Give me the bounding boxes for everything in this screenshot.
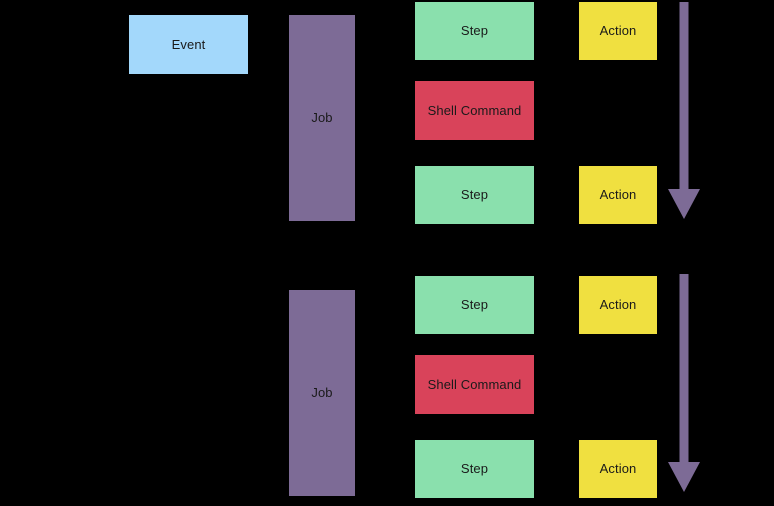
node-action[interactable]: Action: [579, 166, 657, 224]
node-label: Shell Command: [427, 102, 522, 118]
node-action[interactable]: Action: [579, 440, 657, 498]
node-label: Action: [599, 461, 637, 477]
node-label: Step: [460, 187, 489, 203]
node-label: Step: [460, 23, 489, 39]
node-step[interactable]: Step: [415, 2, 534, 60]
down-arrow-icon: [668, 274, 700, 492]
node-label: Event: [171, 36, 206, 52]
node-label: Step: [460, 461, 489, 477]
down-arrow-icon: [668, 2, 700, 219]
node-label: Action: [599, 187, 637, 203]
node-label: Step: [460, 297, 489, 313]
node-step[interactable]: Step: [415, 276, 534, 334]
node-shell-command[interactable]: Shell Command: [415, 81, 534, 140]
node-shell-command[interactable]: Shell Command: [415, 355, 534, 414]
node-action[interactable]: Action: [579, 276, 657, 334]
node-label: Job: [311, 110, 333, 126]
node-action[interactable]: Action: [579, 2, 657, 60]
node-job[interactable]: Job: [289, 290, 355, 496]
node-label: Shell Command: [427, 376, 522, 392]
node-label: Action: [599, 23, 637, 39]
node-step[interactable]: Step: [415, 166, 534, 224]
node-job[interactable]: Job: [289, 15, 355, 221]
node-label: Job: [311, 385, 333, 401]
node-event[interactable]: Event: [129, 15, 248, 74]
node-step[interactable]: Step: [415, 440, 534, 498]
node-label: Action: [599, 297, 637, 313]
